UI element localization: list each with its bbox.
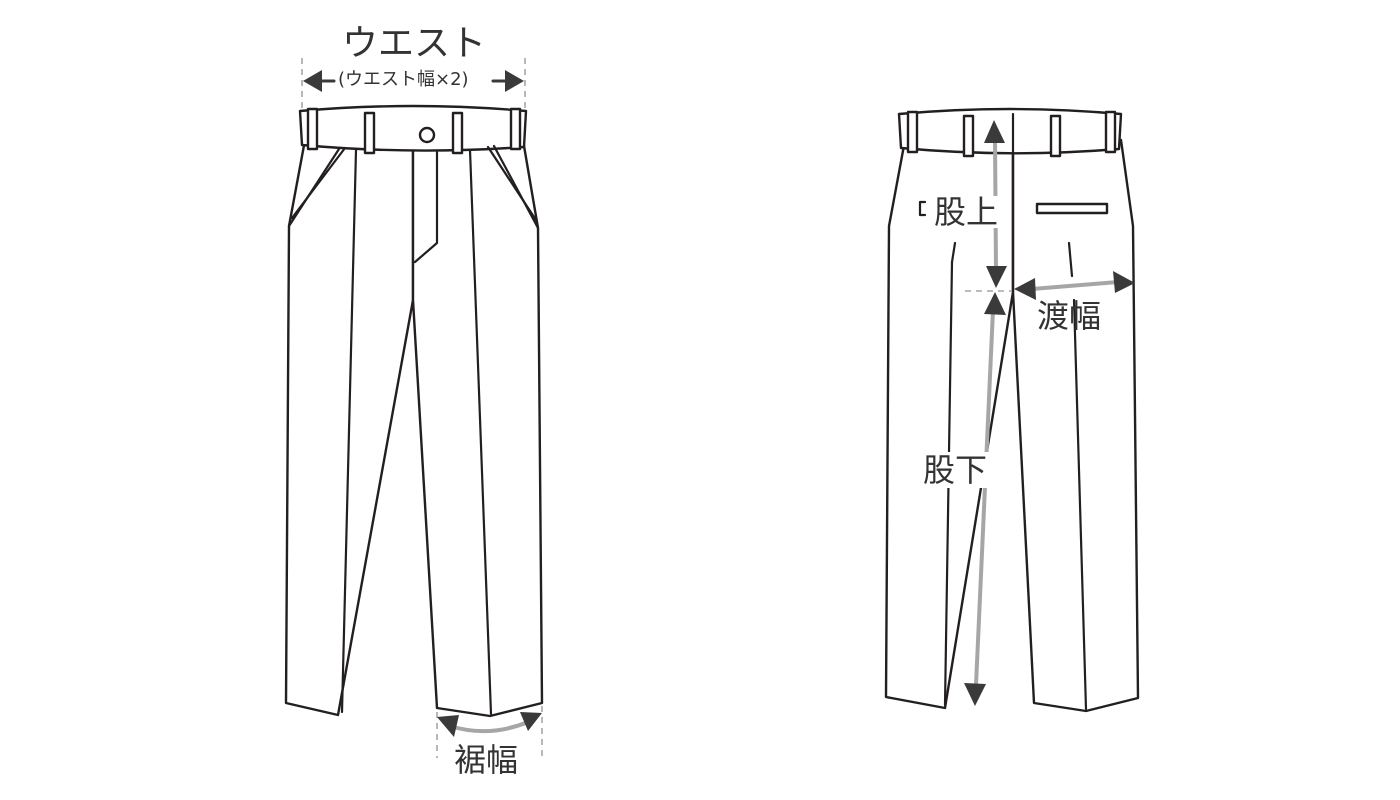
belt-loop [962, 114, 975, 158]
pants-back-view [884, 107, 1140, 713]
hem-arrow-left [437, 715, 459, 737]
front-crease-left [340, 148, 358, 714]
waist-measure [301, 58, 526, 112]
thigh-width-label: 渡幅 [1037, 297, 1102, 335]
back-pocket-left [918, 200, 927, 217]
inseam-arrow-top [984, 292, 1006, 315]
front-right-leg [411, 138, 544, 718]
pants-front-view [284, 104, 544, 718]
inseam-measure [964, 292, 1006, 706]
thigh-arrow-right [1113, 271, 1135, 293]
waist-label: ウエスト [342, 23, 487, 64]
front-pocket-left-inner [287, 147, 341, 228]
waist-arrow-left [303, 70, 322, 92]
back-pocket-right [1035, 202, 1109, 215]
rise-measure [965, 120, 1012, 292]
back-dart-right [1067, 241, 1074, 278]
inseam-label: 股下 [921, 451, 990, 489]
rise-label: 股上 [932, 193, 1001, 231]
front-crease-right [468, 148, 493, 716]
hem-arrow-right [520, 712, 542, 731]
thigh-measure [1014, 271, 1135, 300]
belt-loop [1049, 114, 1062, 158]
back-waistband [897, 107, 1123, 155]
waist-arrow-right [505, 70, 524, 92]
belt-loop [1104, 110, 1117, 154]
belt-loop [906, 110, 919, 154]
back-dart-left [950, 241, 957, 264]
front-fly [413, 150, 439, 264]
inseam-arrow-bottom [964, 683, 986, 706]
rise-arrow-top [984, 120, 1005, 143]
rise-arrow-bottom [986, 266, 1007, 288]
belt-loop [509, 107, 522, 151]
belt-loop [451, 111, 464, 155]
back-crease-right [1072, 298, 1088, 711]
front-waistband [298, 104, 528, 152]
button [418, 126, 436, 144]
front-pocket-right-inner [492, 144, 540, 230]
hem-width-label: 裾幅 [454, 741, 519, 779]
thigh-arrow-left [1014, 278, 1036, 300]
back-right-leg [1011, 138, 1140, 713]
hem-measure [436, 706, 543, 758]
belt-loop [306, 107, 319, 151]
waist-note-label: (ウエスト幅×2) [338, 69, 469, 90]
belt-loop [363, 111, 376, 155]
